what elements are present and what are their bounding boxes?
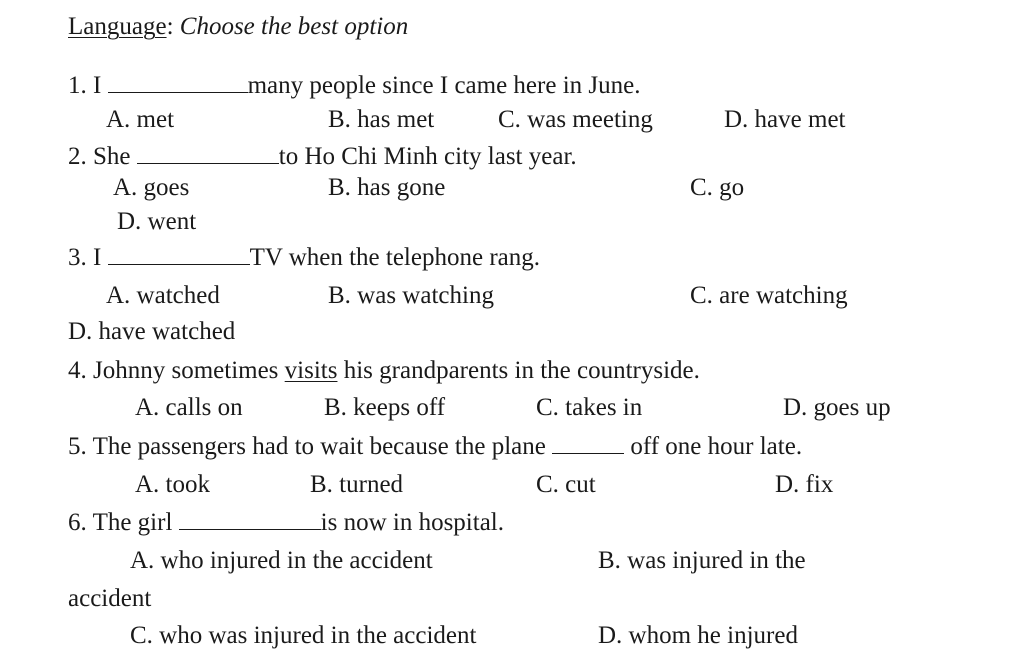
- option-4d: D. goes up: [783, 394, 891, 421]
- option-4b: B. keeps off: [324, 394, 446, 421]
- option-3a: A. watched: [106, 282, 220, 309]
- underlined-word: visits: [284, 357, 338, 384]
- question-text-after: off one hour late.: [630, 433, 803, 460]
- question-text-before: Johnny sometimes: [93, 357, 279, 384]
- answer-blank: [136, 141, 279, 164]
- option-1c: C. was meeting: [498, 106, 653, 133]
- option-5d: D. fix: [775, 471, 834, 498]
- header-colon: :: [166, 13, 174, 40]
- option-6b-continuation: accident: [68, 585, 152, 612]
- question-text-after: to Ho Chi Minh city last year.: [278, 143, 577, 170]
- question-text-before: I: [93, 72, 102, 99]
- question-number: 3.: [68, 244, 87, 271]
- answer-blank: [178, 507, 321, 530]
- option-3b: B. was watching: [328, 282, 494, 309]
- question-text-before: The passengers had to wait because the p…: [92, 433, 546, 460]
- option-6a: A. who injured in the accident: [130, 547, 433, 574]
- question-4: 4. Johnny sometimes visits his grandpare…: [68, 356, 700, 386]
- question-number: 6.: [68, 509, 87, 536]
- section-instruction: Choose the best option: [179, 13, 409, 40]
- question-text-before: The girl: [92, 509, 173, 536]
- option-2a: A. goes: [113, 174, 190, 201]
- question-number: 5.: [68, 433, 87, 460]
- option-1a: A. met: [106, 106, 175, 133]
- answer-blank: [552, 431, 625, 454]
- option-6c: C. who was injured in the accident: [130, 622, 477, 649]
- option-2d: D. went: [117, 208, 197, 235]
- section-header: Language: Choose the best option: [68, 12, 408, 42]
- option-2b: B. has gone: [328, 174, 446, 201]
- question-number: 2.: [68, 143, 87, 170]
- question-text-after: TV when the telephone rang.: [249, 244, 540, 271]
- option-6d: D. whom he injured: [598, 622, 798, 649]
- question-text-before: She: [93, 143, 131, 170]
- question-number: 4.: [68, 357, 87, 384]
- question-2: 2. She to Ho Chi Minh city last year.: [68, 141, 577, 172]
- question-text-after: is now in hospital.: [320, 509, 504, 536]
- option-1b: B. has met: [328, 106, 435, 133]
- question-text-before: I: [93, 244, 102, 271]
- option-5c: C. cut: [536, 471, 596, 498]
- option-5b: B. turned: [310, 471, 404, 498]
- option-1d: D. have met: [724, 106, 846, 133]
- option-5a: A. took: [135, 471, 210, 498]
- question-text-after: many people since I came here in June.: [247, 72, 641, 99]
- option-3d: D. have watched: [68, 318, 236, 345]
- option-2c: C. go: [690, 174, 745, 201]
- question-1: 1. I many people since I came here in Ju…: [68, 70, 640, 101]
- question-6: 6. The girl is now in hospital.: [68, 507, 504, 538]
- question-3: 3. I TV when the telephone rang.: [68, 242, 540, 273]
- answer-blank: [107, 242, 250, 265]
- answer-blank: [107, 70, 248, 93]
- question-number: 1.: [68, 72, 87, 99]
- question-5: 5. The passengers had to wait because th…: [68, 431, 802, 462]
- option-4a: A. calls on: [135, 394, 243, 421]
- section-label: Language: [68, 13, 167, 40]
- option-4c: C. takes in: [536, 394, 643, 421]
- option-3c: C. are watching: [690, 282, 848, 309]
- option-6b: B. was injured in the: [598, 547, 806, 574]
- question-text-after: his grandparents in the countryside.: [343, 357, 700, 384]
